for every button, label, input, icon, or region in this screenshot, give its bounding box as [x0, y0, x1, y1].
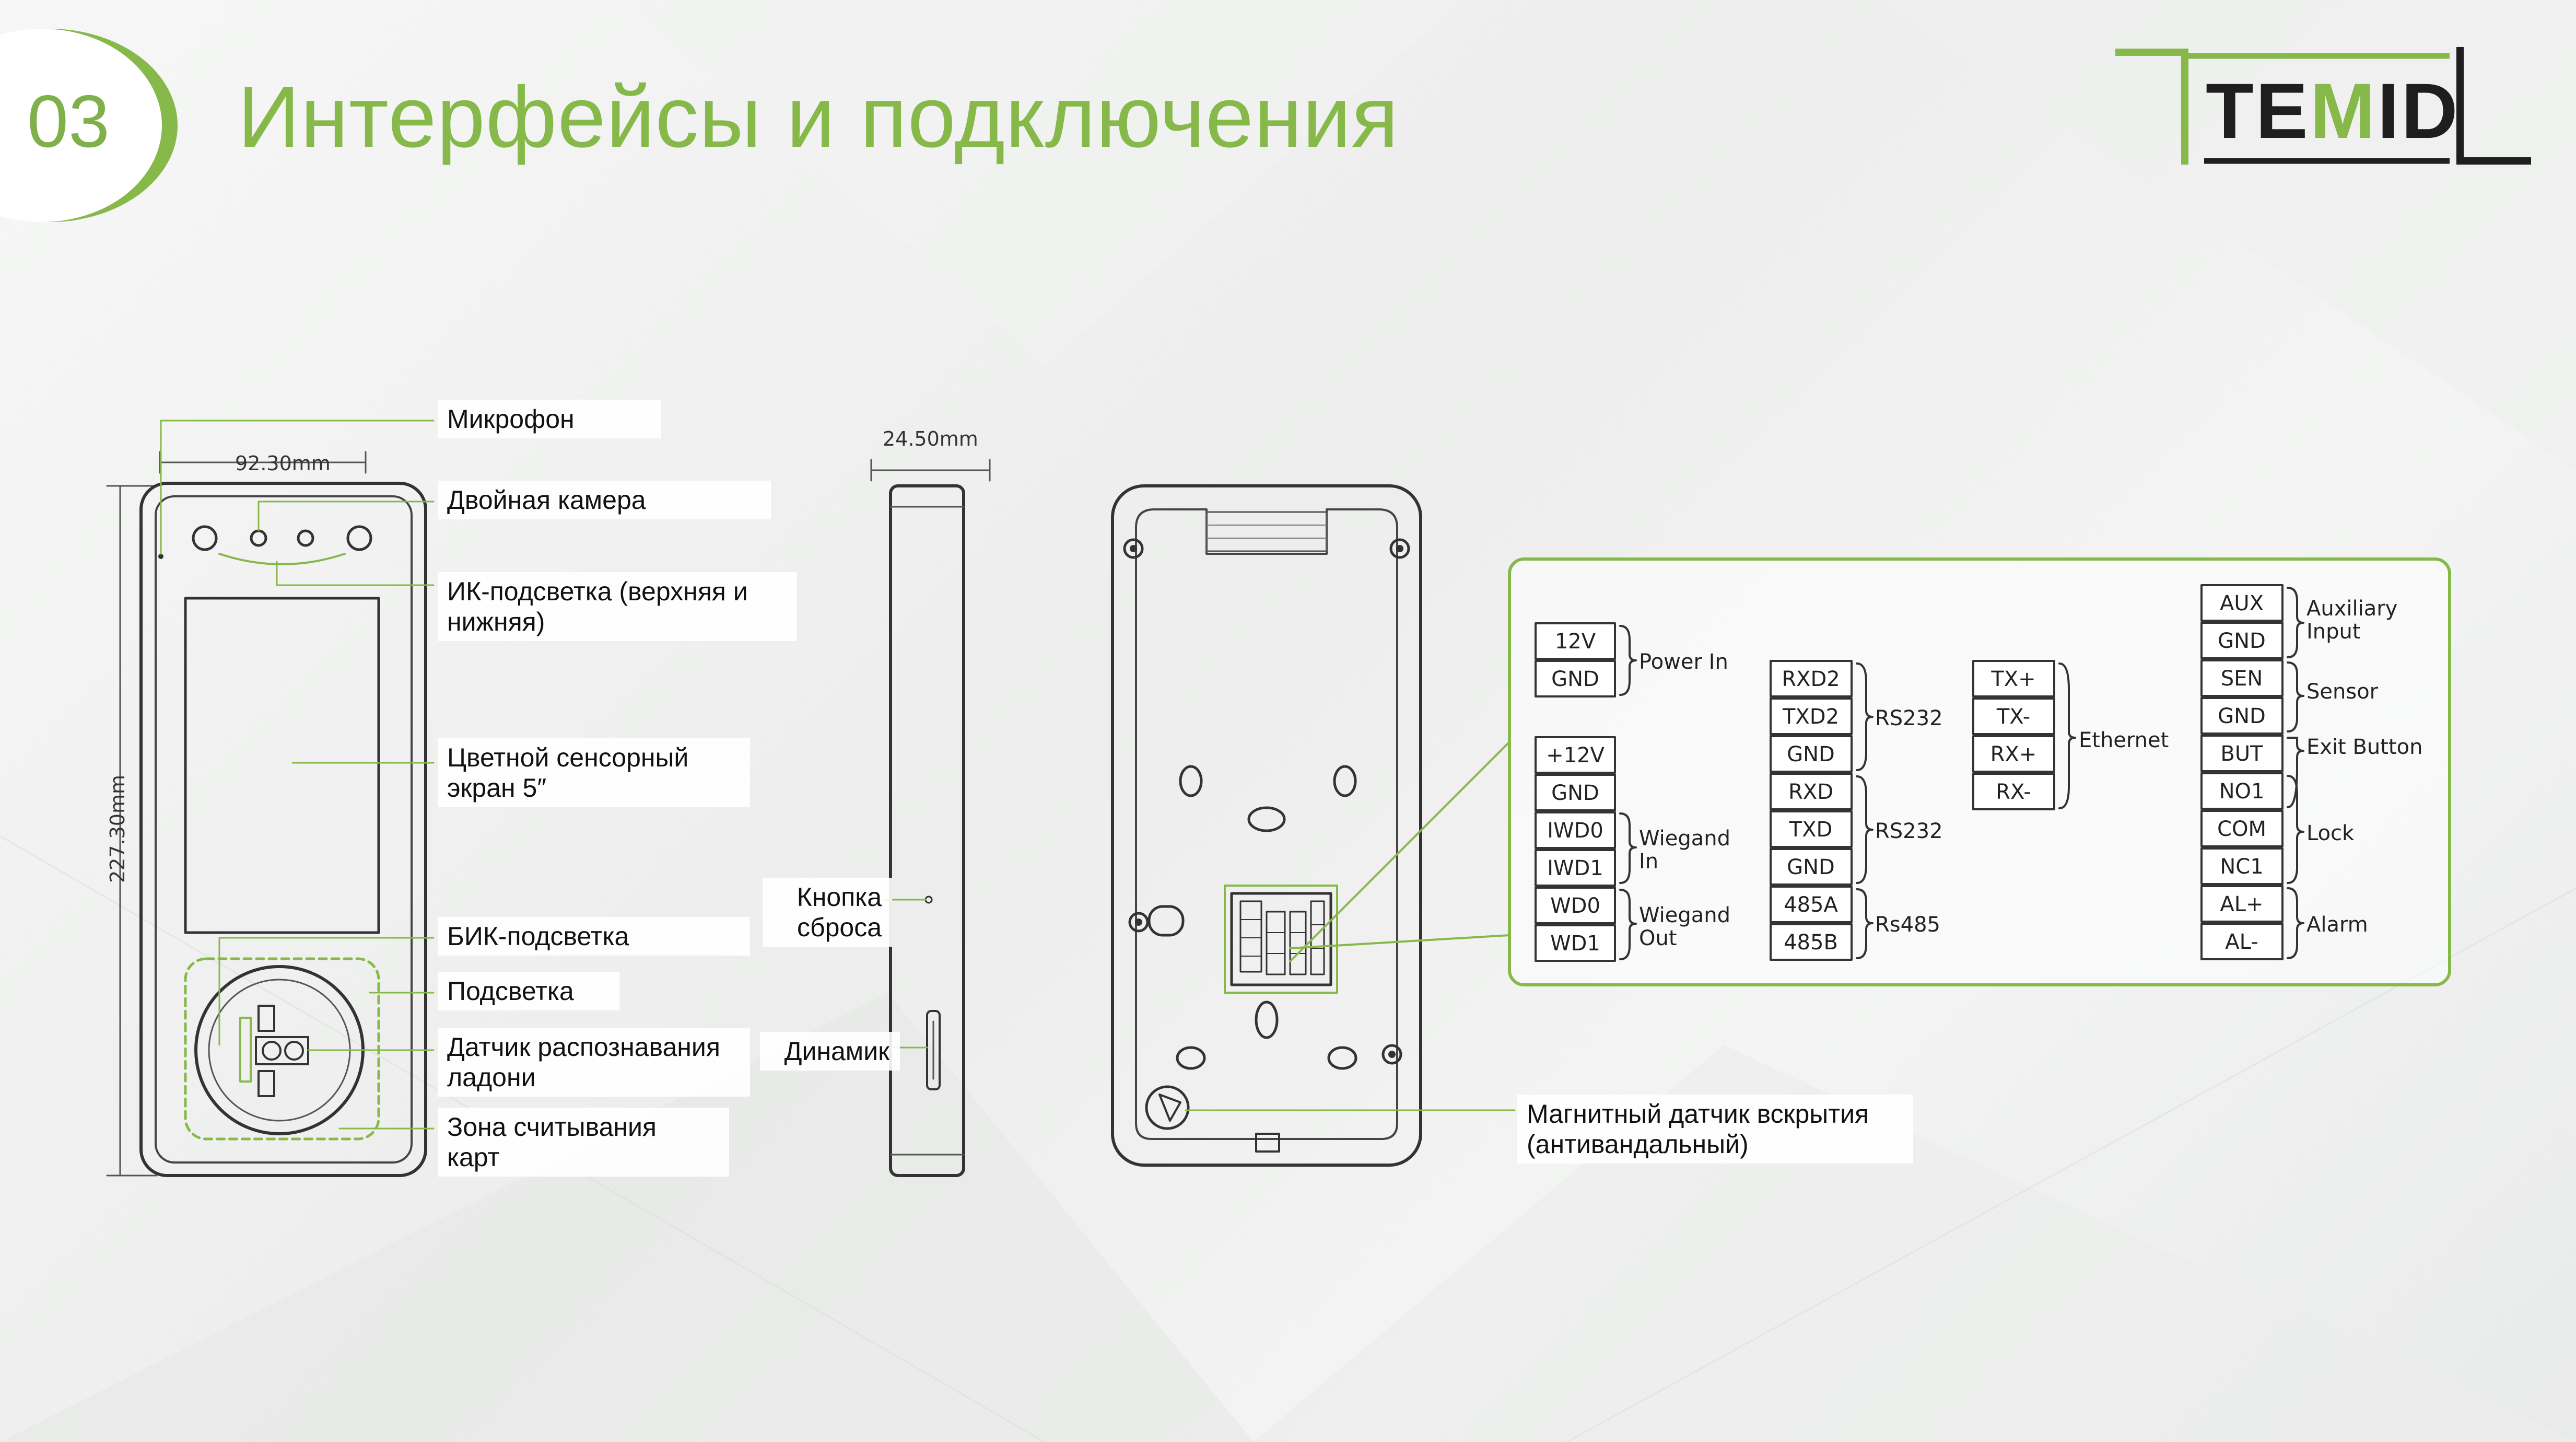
label-card-zone-line1: Зона считывания [447, 1112, 657, 1142]
label-backlight-text: Подсветка [447, 976, 574, 1006]
label-rs232-b: RS232 [1875, 819, 1943, 843]
pin-aux: AUX [2220, 591, 2264, 615]
pin-txd2: TXD2 [1782, 705, 1839, 729]
label-reset-line2: сброса [797, 913, 882, 942]
label-backlight: Подсветка [438, 972, 619, 1010]
rear-view [1111, 484, 1516, 1167]
label-ir-light-line1: ИК-подсветка (верхняя и [447, 577, 748, 606]
pin-com: COM [2217, 817, 2266, 841]
pin-no1: NO1 [2219, 780, 2265, 804]
label-tamper-line2: (антивандальный) [1527, 1130, 1749, 1159]
label-exit-button: Exit Button [2306, 735, 2422, 759]
label-wiegand-in-2: In [1639, 850, 1658, 874]
label-card-zone: Зона считывания карт [438, 1108, 729, 1177]
pin-gnd-sen: GND [2218, 704, 2266, 728]
label-rs232-a: RS232 [1875, 706, 1943, 730]
front-view [106, 420, 435, 1177]
label-wiegand-out-2: Out [1639, 926, 1677, 950]
label-wiegand-out-1: Wiegand [1639, 903, 1730, 927]
side-view [870, 459, 991, 1177]
dim-depth-label: 24.50mm [883, 427, 978, 450]
label-tamper-sensor: Магнитный датчик вскрытия (антивандальны… [1517, 1095, 1913, 1164]
pin-iwd0: IWD0 [1547, 819, 1603, 843]
pin-485a: 485A [1784, 893, 1838, 917]
pin-rx-minus: RX- [1996, 780, 2031, 804]
pin-wd1: WD1 [1550, 932, 1600, 956]
logo-text: TEMID [2206, 72, 2460, 150]
label-ir-light-line2: нижняя) [447, 607, 545, 636]
dim-width-label: 92.30mm [235, 452, 331, 475]
pin-gnd-wiegand: GND [1551, 781, 1599, 805]
logo-text-mid: M [2310, 67, 2378, 155]
label-nir-light: БИК-подсветка [438, 917, 750, 956]
slide-number-badge: 03 [0, 29, 188, 222]
pin-al-plus: AL+ [2220, 892, 2263, 916]
slide-number: 03 [27, 80, 110, 163]
label-speaker: Динамик [760, 1032, 900, 1071]
label-palm-sensor: Датчик распознавания ладони [438, 1028, 750, 1097]
pin-gnd-serial-2: GND [1787, 855, 1835, 879]
label-touch-screen-line2: экран 5″ [447, 773, 547, 803]
label-rs485: Rs485 [1875, 913, 1940, 937]
pin-but: BUT [2220, 742, 2263, 766]
pin-gnd-serial-1: GND [1787, 742, 1835, 766]
terminal-panel [1508, 557, 2451, 986]
pin-rx-plus: RX+ [1990, 742, 2037, 766]
label-dual-camera: Двойная камера [438, 481, 771, 519]
label-microphone: Микрофон [438, 400, 661, 438]
label-palm-sensor-line2: ладони [447, 1063, 536, 1092]
pin-tx-minus: TX- [1996, 705, 2030, 729]
dim-height-label: 227.30mm [106, 775, 129, 883]
label-nir-light-text: БИК-подсветка [447, 922, 629, 951]
label-aux-2: Input [2306, 620, 2361, 644]
label-speaker-text: Динамик [784, 1037, 889, 1066]
pin-gnd-aux: GND [2218, 629, 2266, 653]
label-alarm: Alarm [2306, 913, 2368, 937]
label-power-in: Power In [1639, 650, 1728, 674]
label-wiegand-in-1: Wiegand [1639, 827, 1730, 851]
pin-wd0: WD0 [1550, 894, 1600, 918]
pin-tx-plus: TX+ [1990, 667, 2035, 691]
label-ir-light: ИК-подсветка (верхняя и нижняя) [438, 572, 797, 641]
label-dual-camera-text: Двойная камера [447, 485, 646, 515]
label-lock: Lock [2306, 821, 2355, 845]
pin-nc1: NC1 [2220, 855, 2263, 879]
pin-txd: TXD [1789, 818, 1833, 842]
label-reset-button: Кнопка сброса [763, 878, 892, 947]
pin-rxd2: RXD2 [1782, 667, 1840, 691]
pin-sen: SEN [2221, 667, 2263, 691]
brand-logo: TEMID [2110, 42, 2538, 172]
page-title: Интерфейсы и подключения [238, 69, 1399, 166]
label-sensor: Sensor [2306, 680, 2379, 704]
label-touch-screen: Цветной сенсорный экран 5″ [438, 738, 750, 807]
label-microphone-text: Микрофон [447, 404, 575, 434]
label-reset-line1: Кнопка [797, 882, 882, 912]
pin-al-minus: AL- [2225, 930, 2258, 954]
logo-text-end: ID [2377, 67, 2460, 155]
label-ethernet: Ethernet [2079, 728, 2169, 752]
logo-text-start: TE [2206, 67, 2310, 155]
logo-frame [2115, 47, 2531, 165]
label-touch-screen-line1: Цветной сенсорный [447, 743, 689, 772]
label-aux-1: Auxiliary [2306, 597, 2397, 621]
pin-12v: 12V [1555, 630, 1596, 654]
label-palm-sensor-line1: Датчик распознавания [447, 1032, 720, 1062]
label-tamper-line1: Магнитный датчик вскрытия [1527, 1099, 1869, 1129]
label-card-zone-line2: карт [447, 1143, 500, 1172]
pin-485b: 485B [1784, 931, 1838, 955]
pin-iwd1: IWD1 [1547, 856, 1603, 880]
pin-plus12v: +12V [1546, 743, 1605, 767]
pin-gnd-power: GND [1551, 667, 1599, 691]
pin-rxd: RXD [1788, 780, 1833, 804]
